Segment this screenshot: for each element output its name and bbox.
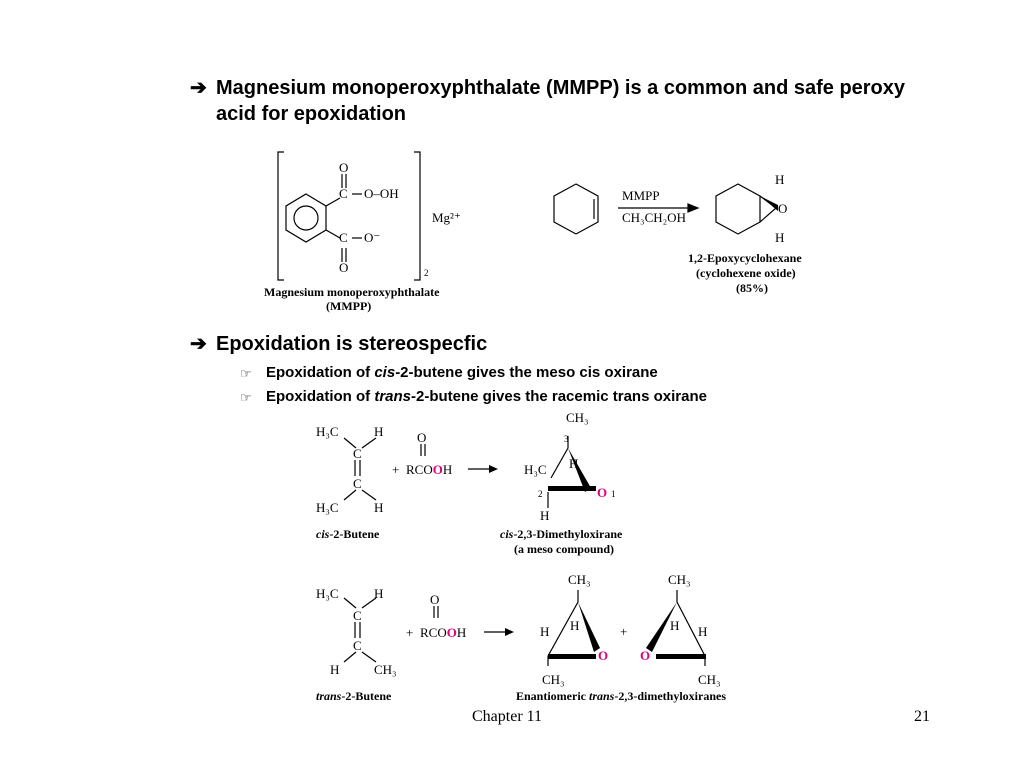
cis-h-mid: H — [569, 456, 578, 471]
trans-butene-name: trans-2-Butene — [316, 689, 392, 703]
cis-h-top: H — [374, 424, 383, 439]
cis-h-bottom: H — [540, 508, 549, 523]
mmpp-c-bot: C — [339, 230, 348, 245]
bullet-mmpp-text: Magnesium monoperoxyphthalate (MMPP) is … — [216, 77, 906, 125]
cis-num1: 1 — [611, 489, 616, 499]
cis-h3c-top: H₃C — [316, 424, 339, 439]
bullet-stereospecific: ➔ Epoxidation is stereospecfic — [190, 331, 816, 357]
cis-plus: + — [392, 462, 399, 477]
product-name: 1,2-Epoxycyclohexane — [688, 251, 802, 265]
reagent-mmpp: MMPP — [622, 188, 660, 203]
cis-h3c-left: H₃C — [524, 462, 547, 477]
trans-plus2: + — [620, 624, 627, 639]
trans-c1: C — [353, 608, 362, 623]
cis-num2: 2 — [538, 489, 543, 499]
mmpp-ooh: O–OH — [364, 186, 399, 201]
cis-oxirane-o: O — [597, 485, 607, 500]
footer-chapter: Chapter 11 — [472, 708, 543, 725]
cis-reagent-o: O — [417, 430, 426, 445]
trans-p2-h-right: H — [698, 624, 707, 639]
mmpp-caption2: (MMPP) — [326, 299, 371, 313]
trans-h3c-top: H₃C — [316, 586, 339, 601]
trans-plus: + — [406, 625, 413, 640]
trans-p1-ch3-bot: CH₃ — [542, 672, 565, 687]
subbullet-trans: ☞ Epoxidation of trans-2-butene gives th… — [240, 388, 707, 406]
trans-h-bot: H — [330, 662, 339, 677]
hand-pointer-icon: ☞ — [240, 366, 252, 381]
trans-p1-h-mid: H — [570, 618, 579, 633]
mmpp-o-bot: O — [339, 260, 348, 275]
subbullet-trans-suffix: -2-butene gives the racemic trans oxiran… — [411, 388, 707, 405]
subbullet-cis-prefix: Epoxidation of — [266, 364, 375, 381]
epoxide-h-top: H — [775, 172, 784, 187]
product-yield: (85%) — [736, 281, 768, 295]
trans-product-caption: Enantiomeric trans-2,3-dimethyloxiranes — [516, 689, 726, 703]
mmpp-c-top: C — [339, 186, 348, 201]
trans-h-top: H — [374, 586, 383, 601]
trans-reagent-o: O — [430, 592, 439, 607]
cis-c2: C — [353, 476, 362, 491]
trans-ch3-bot: CH₃ — [374, 662, 397, 677]
mmpp-sub2: 2 — [424, 268, 429, 278]
trans-p1-oxirane-o: O — [598, 648, 608, 663]
epoxide-h-bot: H — [775, 230, 784, 245]
trans-p1-h-left: H — [540, 624, 549, 639]
epoxide-o: O — [778, 201, 787, 216]
cis-c1: C — [353, 446, 362, 461]
cis-h3c-bot: H₃C — [316, 500, 339, 515]
cis-butene-name: cis-2-Butene — [316, 527, 380, 541]
page-number: 21 — [914, 708, 930, 725]
trans-p2-ch3-bot: CH₃ — [698, 672, 721, 687]
arrow-icon: ➔ — [190, 77, 207, 99]
trans-p2-oxirane-o: O — [640, 648, 650, 663]
subbullet-trans-prefix: Epoxidation of — [266, 388, 375, 405]
mmpp-o-minus: O⁻ — [364, 230, 380, 245]
trans-c2: C — [353, 638, 362, 653]
bullet-stereospecific-text: Epoxidation is stereospecfic — [216, 333, 488, 355]
subbullet-cis: ☞ Epoxidation of cis-2-butene gives the … — [240, 364, 658, 382]
trans-reagent: RCOOH — [420, 625, 466, 640]
cis-product-name: cis-2,3-Dimethyloxirane — [500, 527, 623, 541]
trans-p1-ch3-top: CH₃ — [568, 572, 591, 587]
product-alt-name: (cyclohexene oxide) — [696, 266, 796, 280]
subbullet-trans-italic: trans — [374, 388, 412, 405]
cis-h-bot: H — [374, 500, 383, 515]
cis-reagent: RCOOH — [406, 462, 452, 477]
mmpp-o-top: O — [339, 160, 348, 175]
mmpp-caption1: Magnesium monoperoxyphthalate — [264, 285, 440, 299]
cis-ch3-top: CH₃ — [566, 410, 589, 425]
cis-product-note: (a meso compound) — [514, 542, 614, 556]
trans-p2-ch3-top: CH₃ — [668, 572, 691, 587]
cis-num3: 3 — [564, 434, 569, 444]
bullet-mmpp: ➔ Magnesium monoperoxyphthalate (MMPP) i… — [190, 75, 936, 127]
subbullet-cis-italic: cis — [374, 364, 396, 381]
reagent-solvent: CH₃CH₂OH — [622, 210, 686, 225]
hand-pointer-icon: ☞ — [240, 390, 252, 405]
arrow-icon: ➔ — [190, 333, 207, 355]
mmpp-mg: Mg²⁺ — [432, 210, 461, 225]
subbullet-cis-suffix: -2-butene gives the meso cis oxirane — [395, 364, 658, 381]
trans-p2-h-mid: H — [670, 618, 679, 633]
